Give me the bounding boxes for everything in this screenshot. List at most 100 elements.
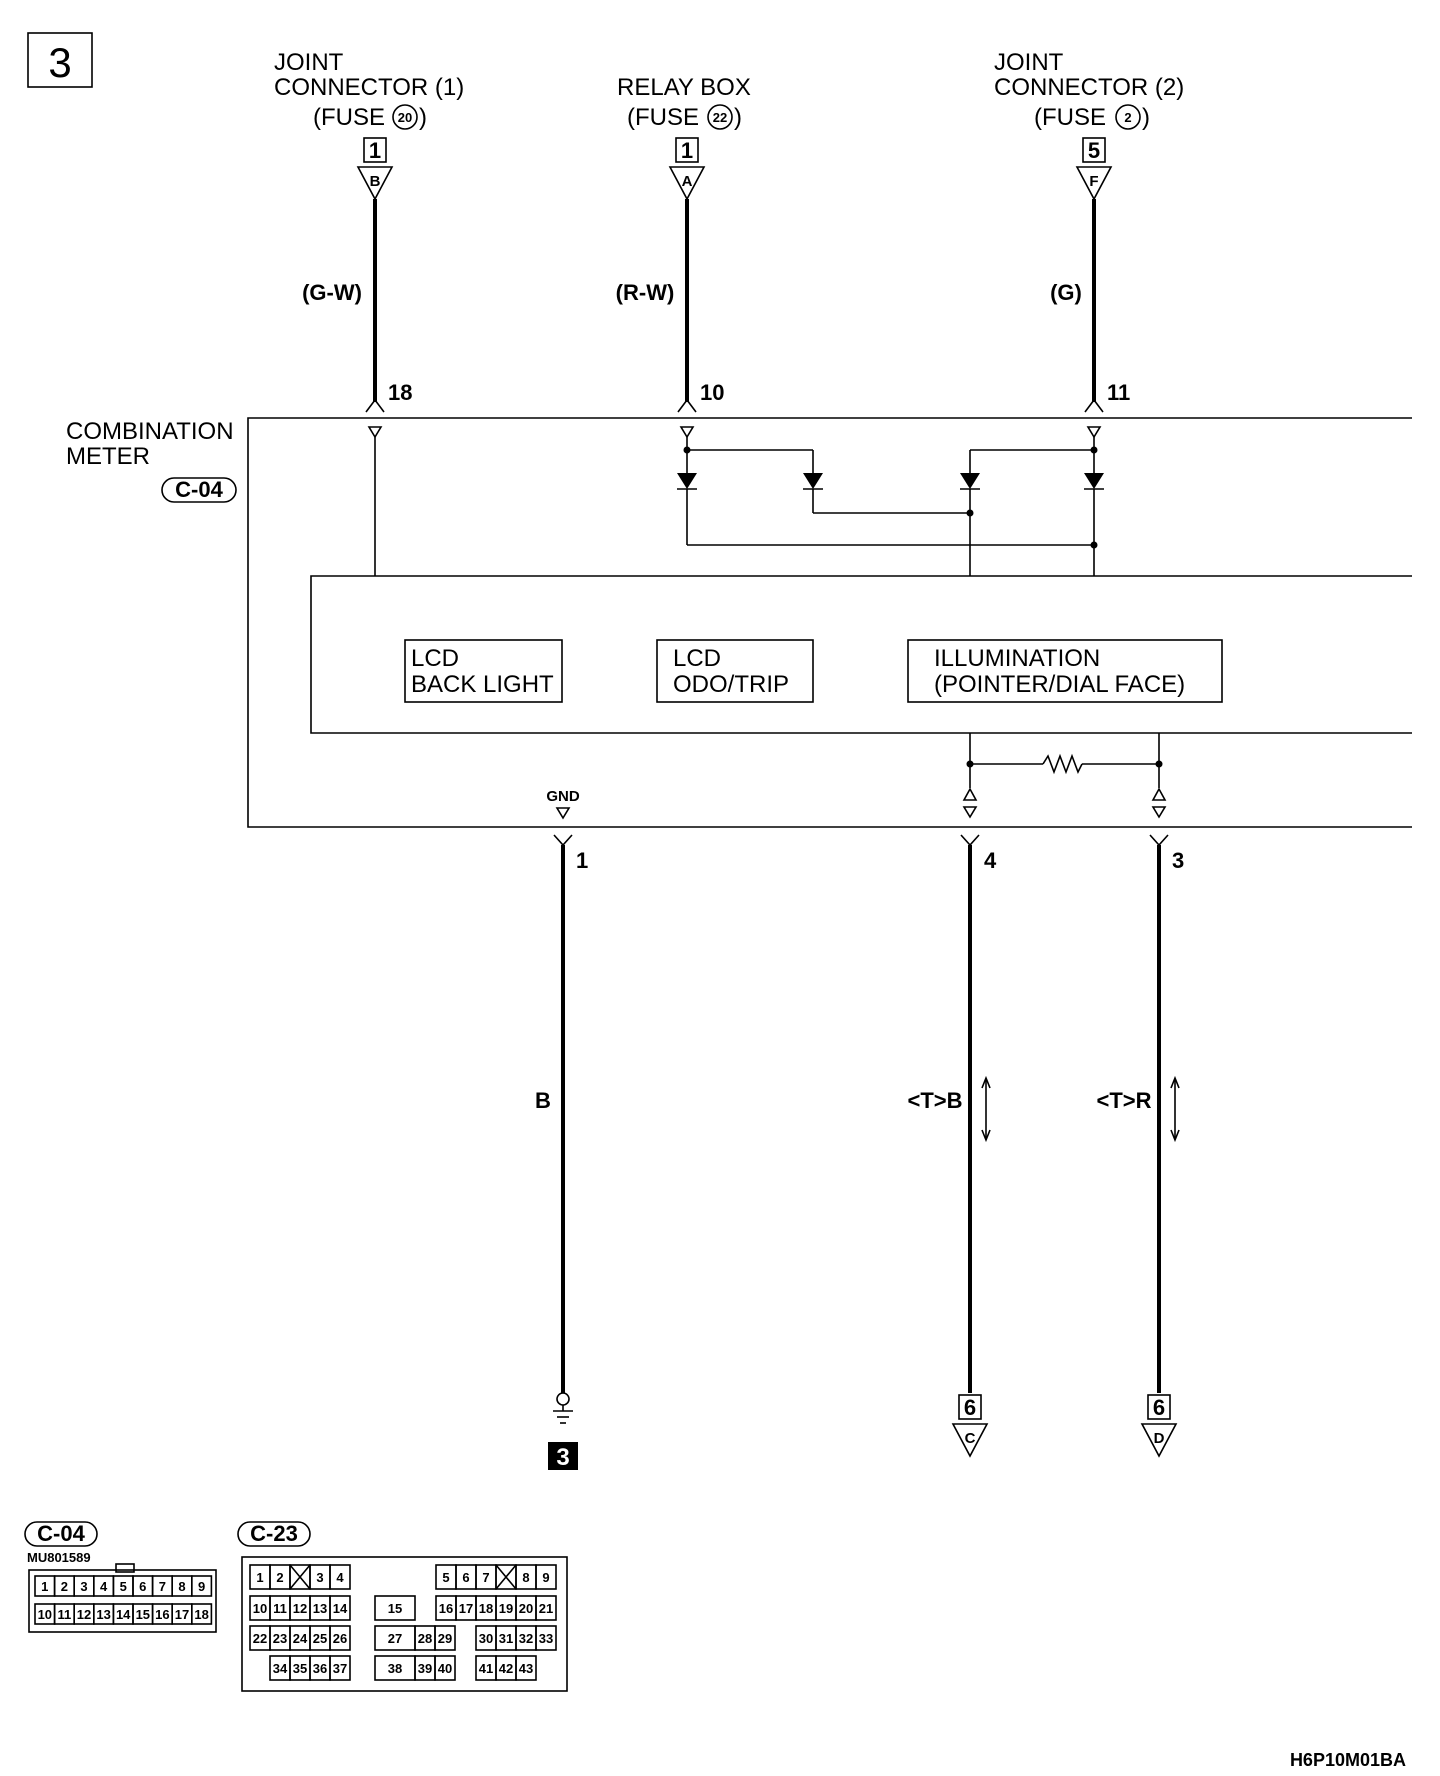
source-3-fuse-circle [1115,104,1141,130]
c23-pin-15: 15 [388,1601,402,1616]
source-3-pin: 11 [1107,380,1130,405]
source-2-terminal: A [682,173,693,190]
c23-pin-31: 31 [499,1631,513,1646]
source-3-terminal: F [1089,173,1098,190]
c23-pin-19: 19 [499,1601,513,1616]
source-1-fuse-circle [392,104,418,130]
c23-pin-42: 42 [499,1661,513,1676]
c23-pin-26: 26 [333,1631,347,1646]
output-3-wire-color: <T>R [1096,1088,1151,1113]
meter-outline [247,417,1412,828]
block-3-line2: (POINTER/DIAL FACE) [934,671,1185,698]
source-1-name-line1: JOINT [274,49,344,76]
c23-pin-43: 43 [519,1661,533,1676]
c04-pin-13: 13 [96,1607,110,1622]
source-3-connector: 5 [1088,138,1100,163]
c23-pin-33: 33 [539,1631,553,1646]
component-name-line2: METER [66,443,150,470]
source-2-wire-color: (R-W) [616,280,675,305]
c23-pin-23: 23 [273,1631,287,1646]
c23-pin-29-cell [434,1625,456,1651]
output-3-dest-connector: 6 [1153,1395,1165,1420]
source-2-connector-box [675,137,699,163]
c23-pin-21-cell [535,1595,557,1621]
component-name-line1: COMBINATION [66,418,234,445]
c23-pin-14-cell [329,1595,351,1621]
gnd-label: GND [546,788,580,805]
c23-pin-6: 6 [462,1570,469,1585]
c04-pin-16: 16 [155,1607,169,1622]
c23-pin-39: 39 [418,1661,432,1676]
source-3-wire-color: (G) [1050,280,1082,305]
source-1-name-line2: CONNECTOR (1) [274,74,464,101]
source-2-name-line2: RELAY BOX [617,74,751,101]
c23-pin-36: 36 [313,1661,327,1676]
output-2-pin: 4 [984,848,997,873]
source-2-fuse-circle [707,104,733,130]
c23-pin-26-cell [329,1625,351,1651]
output-2-dest-connector: 6 [964,1395,976,1420]
c23-pin-4: 4 [336,1570,344,1585]
output-ground: 1 B 3 [535,834,588,1471]
c04-pin-18-cell [191,1603,213,1625]
output-pin-4: 4 <T>B 6 C [907,834,997,1458]
source-1-pin: 18 [388,380,412,405]
component-connector-id: C-04 [175,477,223,502]
c23-pin-5: 5 [442,1570,449,1585]
c04-pin-4: 4 [100,1579,108,1594]
c04-pin-14: 14 [116,1607,131,1622]
c23-pin-2: 2 [276,1570,283,1585]
page-number-box: 3 [27,32,93,88]
c04-pin-3: 3 [80,1579,87,1594]
output-pin-3: 3 <T>R 6 D [1096,834,1184,1458]
c04-pin-2: 2 [61,1579,68,1594]
diagram-code: H6P10M01BA [1290,1750,1406,1770]
c23-pin-33-cell [535,1625,557,1651]
c04-pin-1: 1 [41,1579,48,1594]
c23-pin-27: 27 [388,1631,402,1646]
output-3-dest-terminal: D [1154,1430,1165,1447]
source-1-fuse-close: ) [419,104,427,131]
c23-pin-9-cell [535,1564,557,1590]
source-1-connector: 1 [369,138,381,163]
component-connector-tag [161,477,237,503]
resistor-network [962,733,1167,819]
source-1-pin-mark [365,398,385,413]
c23-pin-37: 37 [333,1661,347,1676]
c23-pin-34: 34 [273,1661,288,1676]
source-3-fuse-number: 2 [1124,110,1131,125]
c23-pin-32: 32 [519,1631,533,1646]
block-lcd-back-light: LCD BACK LIGHT [404,639,563,703]
source-2-pin-mark [677,398,697,413]
c04-pin-8: 8 [178,1579,185,1594]
source-3-connector-box [1082,137,1106,163]
c23-pin-3: 3 [316,1570,323,1585]
c23-pin-29: 29 [438,1631,452,1646]
block-2-line1: LCD [673,645,721,672]
source-relay-box: RELAY BOX (FUSE 22 ) 1 A (R-W) 10 [616,74,751,413]
output-3-pin: 3 [1172,848,1184,873]
source-joint-connector-1: JOINT CONNECTOR (1) (FUSE 20 ) 1 B (G-W)… [274,49,464,413]
c23-pin-9: 9 [542,1570,549,1585]
block-1-line2: BACK LIGHT [411,671,554,698]
c23-pin-35: 35 [293,1661,307,1676]
source-2-terminal-arrow [668,166,706,201]
c23-pin-25: 25 [313,1631,327,1646]
c23-pin-40-cell [434,1655,456,1681]
output-1-wire-color: B [535,1088,551,1113]
c23-pin-15-cell [374,1595,416,1621]
c23-pin-10: 10 [253,1601,267,1616]
c04-pin-6: 6 [139,1579,146,1594]
diode-network [677,437,1104,576]
c04-pin-9: 9 [198,1579,205,1594]
c23-pin-8: 8 [522,1570,529,1585]
block-2-line2: ODO/TRIP [673,671,789,698]
source-1-terminal-arrow [356,166,394,201]
c04-pin-12: 12 [77,1607,91,1622]
c23-pin-24: 24 [293,1631,308,1646]
block-lcd-odo-trip: LCD ODO/TRIP [656,639,814,703]
